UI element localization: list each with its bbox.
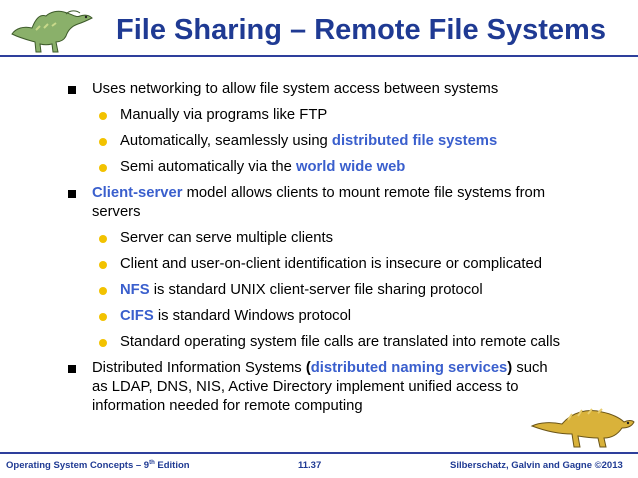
highlighted-term: CIFS <box>120 308 154 324</box>
bullet-text: CIFS is standard Windows protocol <box>120 307 351 326</box>
dinosaur-logo-icon <box>11 10 93 53</box>
round-bullet-icon <box>99 235 107 243</box>
footer-page-number: 11.37 <box>298 460 322 471</box>
paren: ) <box>507 360 513 376</box>
bullet-text: Uses networking to allow file system acc… <box>92 81 499 97</box>
round-bullet-icon <box>99 112 107 120</box>
bullet-text-part: is standard UNIX client-server file shar… <box>149 282 483 298</box>
footer-superscript: th <box>149 460 155 466</box>
round-bullet-icon <box>99 261 107 269</box>
bullet-text: Automatically, seamlessly using distribu… <box>120 132 497 151</box>
bullet-text-part: model allows clients to mount remote fil… <box>182 185 546 201</box>
square-bullet-icon <box>68 190 76 198</box>
bullet-text-continuation: servers <box>92 204 141 220</box>
bullet-text-part: Automatically, seamlessly using <box>120 133 332 149</box>
bullet-text: Server can serve multiple clients <box>120 230 333 246</box>
square-bullet-icon <box>68 86 76 94</box>
highlighted-term: distributed naming services <box>310 360 508 376</box>
footer-text: Operating System Concepts – 9 <box>6 460 150 472</box>
bullet-text-part: Distributed Information Systems <box>92 360 306 376</box>
round-bullet-icon <box>99 313 107 321</box>
paren: ( <box>305 360 311 376</box>
bullet-text-continuation: as LDAP, DNS, NIS, Active Directory impl… <box>92 379 519 395</box>
square-bullet-icon <box>68 365 76 373</box>
slide-title: File Sharing – Remote File Systems <box>116 14 606 46</box>
bullet-text: Semi automatically via the world wide we… <box>120 158 405 177</box>
highlighted-term: NFS <box>120 282 150 298</box>
round-bullet-icon <box>99 287 107 295</box>
bullet-text: Standard operating system file calls are… <box>120 334 561 350</box>
round-bullet-icon <box>99 164 107 172</box>
footer-authors: Silberschatz, Galvin and Gagne ©2013 <box>450 460 623 471</box>
footer-divider <box>0 452 638 454</box>
highlighted-term: Client-server <box>92 185 183 201</box>
bullet-text-part: is standard Windows protocol <box>153 308 352 324</box>
round-bullet-icon <box>99 339 107 347</box>
bullet-text: NFS is standard UNIX client-server file … <box>120 281 483 300</box>
bullet-text-continuation: information needed for remote computing <box>92 398 363 414</box>
bullet-text: Distributed Information Systems (distrib… <box>92 359 548 378</box>
round-bullet-icon <box>99 138 107 146</box>
highlighted-term: world wide web <box>296 159 406 175</box>
bullet-text: Client-server model allows clients to mo… <box>92 184 545 203</box>
footer-text: Edition <box>154 460 190 472</box>
footer-book-title: Operating System Concepts – 9th Edition <box>6 460 190 471</box>
title-divider <box>0 55 638 57</box>
slide-body: Uses networking to allow file system acc… <box>68 81 561 414</box>
dinosaur-footer-icon <box>530 408 635 448</box>
highlighted-term: distributed file systems <box>331 133 498 149</box>
bullet-text: Client and user-on-client identification… <box>120 256 542 272</box>
bullet-text-part: such <box>512 360 548 376</box>
bullet-text-part: Semi automatically via the <box>120 159 296 175</box>
bullet-text: Manually via programs like FTP <box>120 107 328 123</box>
